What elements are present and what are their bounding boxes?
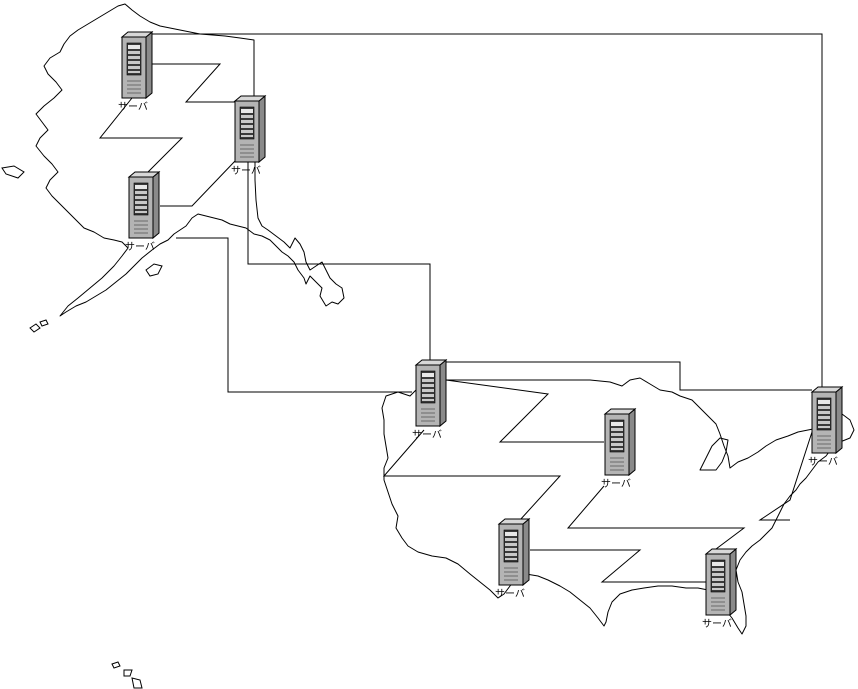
link-ak-central-to-us-northwest bbox=[247, 162, 431, 362]
link-us-northwest-to-us-southwest bbox=[382, 429, 562, 521]
server-icon bbox=[234, 95, 266, 163]
kodiak-island bbox=[145, 263, 163, 277]
server-icon bbox=[604, 408, 636, 476]
alaska-islet bbox=[1, 165, 25, 179]
link-ak-north-to-ak-central bbox=[152, 63, 236, 103]
server-icon bbox=[811, 386, 843, 454]
server-us-northeast[interactable]: サーバ bbox=[808, 386, 843, 468]
aleutian-island-1 bbox=[29, 323, 41, 333]
server-ak-north[interactable]: サーバ bbox=[118, 31, 153, 113]
link-ak-south-to-us-northwest bbox=[176, 237, 412, 393]
hawaii-island-1 bbox=[111, 661, 121, 669]
hawaii-island-3 bbox=[131, 677, 143, 689]
link-us-central-to-us-southeast bbox=[566, 485, 746, 553]
hawaii-island-2 bbox=[123, 669, 133, 677]
server-icon bbox=[415, 359, 447, 427]
usa-outline bbox=[381, 377, 855, 635]
server-label: サーバ bbox=[125, 241, 155, 253]
alaska-outline bbox=[35, 3, 345, 317]
server-ak-south[interactable]: サーバ bbox=[125, 171, 160, 253]
server-icon bbox=[705, 548, 737, 616]
server-label: サーバ bbox=[118, 101, 148, 113]
server-ak-central[interactable]: サーバ bbox=[231, 95, 266, 177]
link-ak-central-to-ak-south bbox=[160, 159, 237, 207]
server-us-southwest[interactable]: サーバ bbox=[495, 518, 530, 600]
server-icon bbox=[498, 518, 530, 586]
network-links bbox=[98, 33, 823, 583]
link-ak-north-to-ak-south bbox=[98, 97, 184, 173]
server-label: サーバ bbox=[231, 165, 261, 177]
server-us-southeast[interactable]: サーバ bbox=[702, 548, 737, 630]
link-us-northwest-to-us-central bbox=[445, 379, 604, 443]
server-icon bbox=[121, 31, 153, 99]
server-label: サーバ bbox=[702, 618, 732, 630]
great-lakes-outline bbox=[699, 437, 729, 471]
server-label: サーバ bbox=[601, 478, 631, 490]
aleutian-island-2 bbox=[39, 319, 49, 327]
server-us-northwest[interactable]: サーバ bbox=[412, 359, 447, 441]
server-icon bbox=[128, 171, 160, 239]
server-label: サーバ bbox=[808, 456, 838, 468]
server-label: サーバ bbox=[495, 588, 525, 600]
server-label: サーバ bbox=[412, 429, 442, 441]
link-us-northwest-to-us-northeast bbox=[446, 361, 812, 391]
server-us-central[interactable]: サーバ bbox=[601, 408, 636, 490]
link-us-northeast-to-us-southeast bbox=[758, 431, 813, 521]
link-us-southwest-to-us-southeast bbox=[530, 549, 708, 583]
link-ak-north-to-us-northeast bbox=[152, 33, 823, 390]
